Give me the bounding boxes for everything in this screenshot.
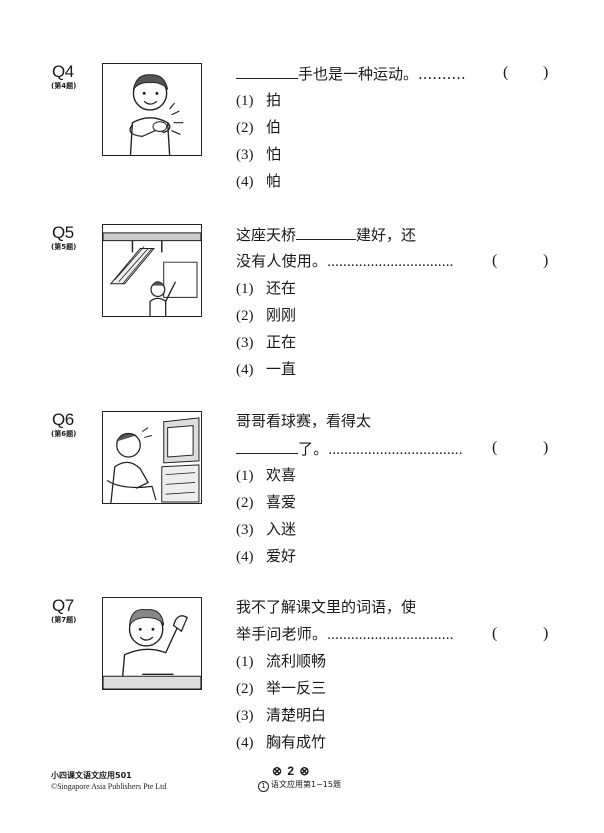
option-2[interactable]: (2)喜爱 — [236, 493, 297, 511]
question-stem: 哥哥看球赛，看得太 — [236, 412, 372, 430]
overhead-bridge-illustration — [102, 224, 202, 317]
question-stem-line-2: 了。.................................. — [236, 439, 463, 459]
answer-paren-open: ( — [503, 64, 509, 81]
boy-clapping-illustration — [102, 63, 202, 156]
option-1[interactable]: (1)流利顺畅 — [236, 652, 327, 670]
option-3[interactable]: (3)怕 — [236, 145, 282, 163]
answer-blank — [236, 64, 298, 79]
copyright: ©Singapore Asia Publishers Pte Ltd — [51, 782, 167, 791]
answer-paren-close: ) — [543, 439, 549, 456]
option-3[interactable]: (3)清楚明白 — [236, 706, 327, 724]
answer-paren-open: ( — [492, 252, 498, 269]
answer-paren-close: ) — [543, 64, 549, 81]
answer-paren-open: ( — [492, 439, 498, 456]
footer-left: 小四课文语文应用501 ©Singapore Asia Publishers P… — [51, 770, 166, 792]
question-stem: 这座天桥建好，还 — [236, 225, 417, 244]
question-number: Q6 — [52, 410, 74, 429]
option-4[interactable]: (4)胸有成竹 — [236, 733, 327, 751]
page-number: ⊗ 2 ⊗ — [272, 764, 311, 778]
question-number: Q7 — [52, 596, 74, 615]
option-4[interactable]: (4)爱好 — [236, 547, 297, 565]
question-stem: 我不了解课文里的词语，使 — [236, 598, 417, 616]
answer-paren-close: ) — [543, 252, 549, 269]
question-sub-label: (第5题) — [51, 243, 77, 251]
answer-paren-open: ( — [492, 625, 498, 642]
option-2[interactable]: (2)举一反三 — [236, 679, 327, 697]
question-number: Q5 — [52, 223, 74, 242]
question-sub-label: (第6题) — [51, 430, 77, 438]
question-number: Q4 — [52, 62, 74, 81]
option-2[interactable]: (2)刚刚 — [236, 306, 297, 324]
option-1[interactable]: (1)欢喜 — [236, 466, 297, 484]
option-1[interactable]: (1)还在 — [236, 279, 297, 297]
option-3[interactable]: (3)正在 — [236, 333, 297, 351]
option-1[interactable]: (1)拍 — [236, 91, 282, 109]
boy-watching-tv-illustration — [102, 411, 202, 504]
answer-blank — [296, 225, 357, 240]
question-sub-label: (第4题) — [51, 82, 77, 90]
option-4[interactable]: (4)帕 — [236, 172, 282, 190]
question-sub-label: (第7题) — [51, 616, 77, 624]
boy-raising-hand-illustration — [102, 597, 202, 690]
option-4[interactable]: (4)一直 — [236, 360, 297, 378]
option-3[interactable]: (3)入迷 — [236, 520, 297, 538]
question-stem-line-2: 举手问老师。................................ — [236, 627, 454, 643]
answer-paren-close: ) — [543, 625, 549, 642]
answer-blank — [236, 439, 298, 454]
question-stem-line-2: 没有人使用。................................ — [236, 254, 454, 270]
option-2[interactable]: (2)伯 — [236, 118, 282, 136]
question-stem: 手也是一种运动。.......... — [236, 64, 466, 83]
book-title: 小四课文语文应用501 — [51, 771, 132, 780]
section-mark: 1 — [258, 781, 269, 792]
